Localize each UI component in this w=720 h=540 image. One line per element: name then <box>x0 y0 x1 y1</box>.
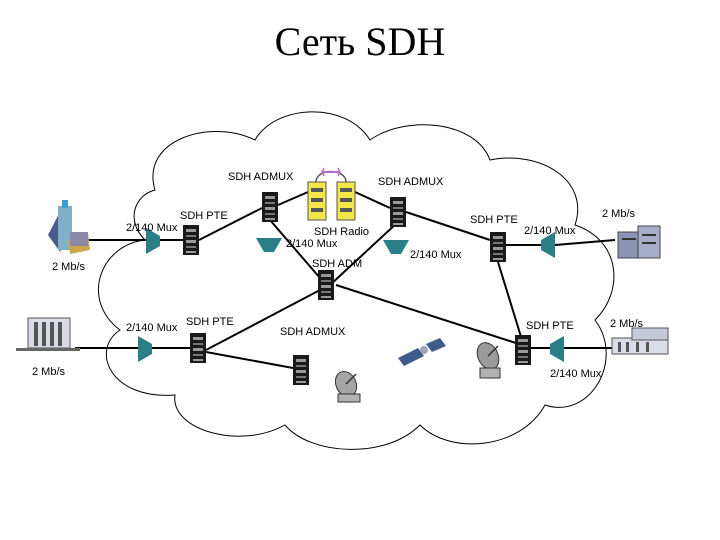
label-rate-left-bottom: 2 Mb/s <box>32 366 66 378</box>
label-rate-right-top: 2 Mb/s <box>602 208 636 220</box>
label-sdh-radio: SDH Radio <box>314 226 370 238</box>
link-adm-bottompte <box>205 289 321 351</box>
link-bottompte-admux <box>205 351 294 369</box>
office-tower-icon <box>48 200 90 254</box>
admux-bottom-node <box>293 355 309 385</box>
label-rate-right-bottom: 2 Mb/s <box>610 318 644 330</box>
link-toprightpte-rightpte <box>497 261 523 341</box>
pte-bottom-left-node <box>190 333 206 363</box>
admux-top-left-node <box>262 192 278 222</box>
link-pte-admux <box>198 207 263 241</box>
label-pte-top-right: SDH PTE <box>470 214 518 226</box>
satellite-icon <box>398 338 446 366</box>
link-radio-admux <box>354 191 391 209</box>
adm-node <box>318 270 334 300</box>
link-admux-radio <box>277 191 309 206</box>
label-mux-top-right: 2/140 Mux <box>524 225 576 237</box>
link-mux-rightsite <box>554 239 616 246</box>
label-rate-left-top: 2 Mb/s <box>52 261 86 273</box>
link-adm-rightpte <box>335 284 523 346</box>
server-cluster-icon <box>617 225 661 259</box>
label-admux-bottom: SDH ADMUX <box>280 326 346 338</box>
pte-bottom-right-node <box>515 335 531 365</box>
link-admux-adm <box>269 219 321 279</box>
link-admux-pte <box>405 211 491 241</box>
label-mux-radio: 2/140 Mux <box>286 238 338 250</box>
page-title: Сеть SDH <box>274 19 446 64</box>
label-mux-bottom-left: 2/140 Mux <box>126 322 178 334</box>
label-pte-bottom-right: SDH PTE <box>526 320 574 332</box>
label-sdh-adm: SDH ADM <box>312 258 363 270</box>
link-adm-toprightadmux <box>329 221 399 286</box>
label-admux-top-left: SDH ADMUX <box>228 171 294 183</box>
factory-icon <box>611 327 669 355</box>
admux-top-right-node <box>390 197 406 227</box>
satellite-dish-right-icon <box>476 342 501 379</box>
label-admux-top-right: SDH ADMUX <box>378 176 444 188</box>
label-pte-top-left: SDH PTE <box>180 210 228 222</box>
label-pte-bottom-left: SDH PTE <box>186 316 234 328</box>
label-mux-top-left: 2/140 Mux <box>126 222 178 234</box>
sdh-radio-icon <box>307 167 356 221</box>
label-mux-right-mid: 2/140 Mux <box>410 249 462 261</box>
pte-top-left-node <box>183 225 199 255</box>
office-building-icon <box>16 317 80 351</box>
label-mux-bottom-right: 2/140 Mux <box>550 368 602 380</box>
pte-top-right-node <box>490 232 506 262</box>
satellite-dish-bottom-icon <box>334 370 361 403</box>
